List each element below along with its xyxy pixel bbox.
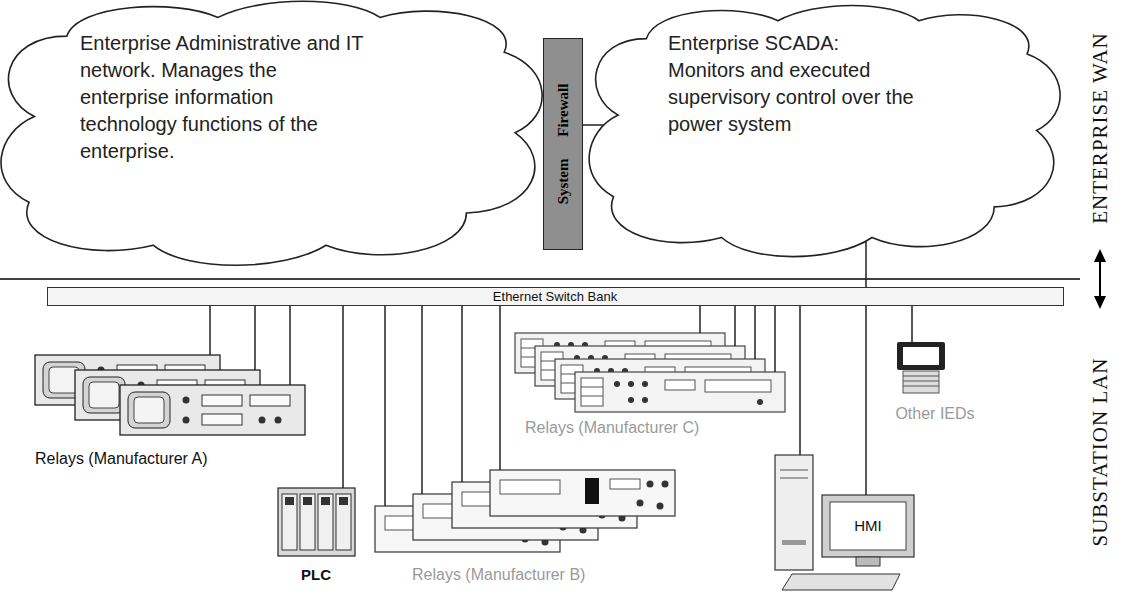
network-link [209, 306, 211, 355]
relay-group: Relays (Manufacturer A) [35, 355, 307, 473]
cloud-network: Enterprise Administrative and IT network… [2, 4, 542, 272]
plc-unit [278, 488, 355, 556]
node-label: Relays (Manufacturer B) [412, 565, 585, 585]
network-link [289, 306, 291, 385]
zone-label: ENTERPRISE WAN [1088, 32, 1113, 224]
node-label: Enterprise SCADA: Monitors and executed … [668, 30, 918, 138]
network-link [421, 306, 423, 494]
firewall-box: System Firewall [543, 38, 583, 250]
node-label: PLC [275, 565, 357, 584]
zone-label: SUBSTATION LAN [1088, 357, 1113, 546]
boundary-line [0, 278, 1080, 280]
network-link [699, 306, 701, 333]
double-arrow [1094, 249, 1106, 309]
relay-units-b [375, 470, 675, 552]
switch-bank: Ethernet Switch Bank [47, 287, 1064, 306]
network-link [342, 306, 344, 488]
node-label: Relays (Manufacturer A) [35, 449, 208, 469]
cloud-shape [1, 1, 542, 265]
network-link [774, 306, 776, 372]
network-link [499, 306, 501, 470]
network-link [865, 233, 867, 495]
node-label: Enterprise Administrative and IT network… [80, 30, 370, 165]
hmi-computer: HMI [770, 452, 920, 592]
plc-device: PLC [275, 487, 359, 587]
relay-units-a [35, 355, 305, 435]
relay-units-c [515, 333, 785, 412]
node-label: Other IEDs [885, 404, 985, 424]
ied-device: Other IEDs [885, 340, 987, 425]
cloud-network: Enterprise SCADA: Monitors and executed … [590, 8, 1060, 263]
network-link [384, 306, 386, 506]
network-link [461, 306, 463, 482]
node-label: HMI [830, 502, 906, 550]
hmi-computer-art [775, 455, 914, 590]
relay-group: Relays (Manufacturer C) [513, 332, 788, 444]
network-link [734, 306, 736, 346]
relay-group: Relays (Manufacturer B) [372, 469, 677, 589]
ied-icon [897, 342, 945, 393]
network-link [911, 306, 913, 342]
node-label: Relays (Manufacturer C) [525, 418, 699, 438]
network-link [254, 306, 256, 370]
network-link [799, 306, 801, 455]
network-link [754, 306, 756, 359]
cloud-shape [589, 5, 1060, 256]
node-label: Ethernet Switch Bank [48, 288, 1062, 305]
firewall-label: System Firewall [555, 84, 572, 205]
